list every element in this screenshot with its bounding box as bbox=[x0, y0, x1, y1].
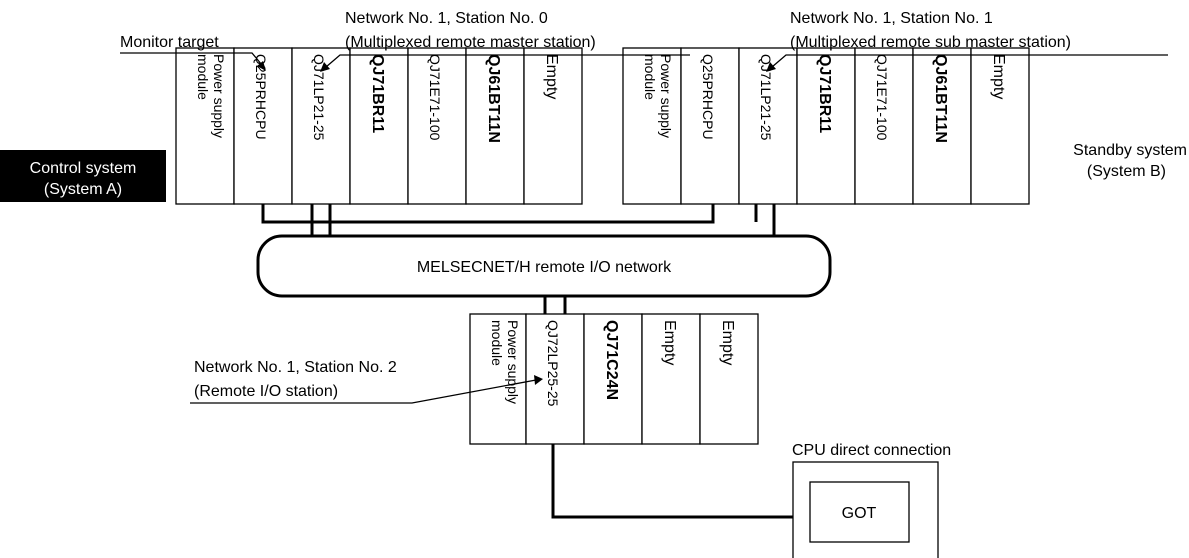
remote-io-station-leader bbox=[190, 379, 537, 404]
slot-qj71e71-a bbox=[407, 47, 467, 205]
remote-io-station-line1: Network No. 1, Station No. 2 bbox=[194, 359, 397, 376]
slot-power-supply-b-label-1: Power supply bbox=[658, 54, 674, 138]
monitor-target-arrow bbox=[257, 61, 266, 71]
slot-qj71br11-b bbox=[796, 47, 856, 205]
slot-qj61bt11n-a-label: QJ61BT11N bbox=[485, 54, 502, 143]
master-station-line1: Network No. 1, Station No. 0 bbox=[345, 10, 548, 27]
network-label: MELSECNET/H remote I/O network bbox=[417, 259, 672, 276]
slot-power-supply-b bbox=[622, 47, 682, 205]
sub-master-station-line2: (Multiplexed remote sub master station) bbox=[790, 34, 1071, 51]
network-cables bbox=[261, 204, 776, 238]
slot-qj71e71-a-label: QJ71E71-100 bbox=[427, 54, 443, 141]
slot-empty-a bbox=[523, 47, 583, 205]
slot-power-supply-remote-label-2: module bbox=[489, 320, 505, 366]
slot-power-supply-a bbox=[175, 47, 235, 205]
rack-system-a: Power supply module Q25PRHCPU QJ71LP21-2… bbox=[175, 47, 583, 205]
control-system-line2: (System A) bbox=[44, 181, 122, 198]
slot-empty-b bbox=[970, 47, 1030, 205]
slot-power-supply-remote-label-1: Power supply bbox=[505, 320, 521, 404]
got-connection: GOT CPU direct connection bbox=[551, 442, 951, 558]
slot-qj71c24n bbox=[583, 313, 643, 445]
slot-network-a-label: QJ71LP21-25 bbox=[311, 54, 327, 141]
slot-remote-io-module-label: QJ72LP25-25 bbox=[545, 320, 561, 407]
slot-qj71br11-a bbox=[349, 47, 409, 205]
sub-master-station-arrow bbox=[766, 62, 776, 72]
slot-empty-b-label: Empty bbox=[990, 54, 1007, 99]
slot-qj71br11-a-label: QJ71BR11 bbox=[369, 54, 386, 133]
slot-empty-remote-2 bbox=[699, 313, 759, 445]
master-station-leader bbox=[325, 54, 690, 68]
network-cable-upper bbox=[310, 204, 776, 238]
sub-master-station-leader bbox=[771, 54, 1168, 68]
slot-power-supply-a-label-2: module bbox=[195, 54, 211, 100]
standby-system-line1: Standby system bbox=[1073, 142, 1187, 159]
got-label: GOT bbox=[842, 505, 877, 522]
rack-remote-io: Power supply module QJ72LP25-25 QJ71C24N… bbox=[469, 313, 759, 445]
remote-io-station-arrow bbox=[534, 375, 543, 385]
got-cable bbox=[551, 444, 793, 519]
slot-empty-remote-2-label: Empty bbox=[719, 320, 736, 365]
slot-cpu-a-label: Q25PRHCPU bbox=[253, 54, 269, 140]
slot-cpu-b-label: Q25PRHCPU bbox=[700, 54, 716, 140]
slot-qj71br11-b-label: QJ71BR11 bbox=[816, 54, 833, 133]
slot-cpu-b bbox=[680, 47, 740, 205]
got-screen bbox=[809, 481, 910, 543]
slot-qj71e71-b-label: QJ71E71-100 bbox=[874, 54, 890, 141]
slot-qj71c24n-label: QJ71C24N bbox=[603, 320, 620, 400]
control-system-badge bbox=[0, 150, 166, 202]
slot-qj61bt11n-b bbox=[912, 47, 972, 205]
slot-cpu-a bbox=[233, 47, 293, 205]
melsecnet-network: MELSECNET/H remote I/O network bbox=[256, 234, 832, 314]
master-station-arrow bbox=[320, 62, 330, 72]
network-loop-drops bbox=[543, 296, 567, 314]
slot-qj61bt11n-b-label: QJ61BT11N bbox=[932, 54, 949, 143]
slot-power-supply-remote bbox=[469, 313, 527, 445]
remote-io-station-line2: (Remote I/O station) bbox=[194, 383, 338, 400]
slot-empty-remote-1-label: Empty bbox=[661, 320, 678, 365]
slot-power-supply-b-label-2: module bbox=[642, 54, 658, 100]
slot-empty-remote-1 bbox=[641, 313, 701, 445]
slot-power-supply-a-label-1: Power supply bbox=[211, 54, 227, 138]
callouts: Monitor target Network No. 1, Station No… bbox=[120, 10, 1168, 404]
system-labels: Control system (System A) Standby system… bbox=[0, 142, 1187, 202]
monitor-target-label: Monitor target bbox=[120, 34, 219, 51]
tracking-cable bbox=[261, 204, 715, 224]
slot-network-b-label: QJ71LP21-25 bbox=[758, 54, 774, 141]
rack-system-b: Power supply module Q25PRHCPU QJ71LP21-2… bbox=[622, 47, 1030, 205]
control-system-line1: Control system bbox=[30, 160, 137, 177]
cpu-direct-label: CPU direct connection bbox=[792, 442, 951, 459]
sub-master-station-line1: Network No. 1, Station No. 1 bbox=[790, 10, 993, 27]
slot-empty-a-label: Empty bbox=[543, 54, 560, 99]
slot-qj61bt11n-a bbox=[465, 47, 525, 205]
standby-system-line2: (System B) bbox=[1087, 163, 1166, 180]
monitor-target-leader bbox=[120, 52, 263, 66]
master-station-line2: (Multiplexed remote master station) bbox=[345, 34, 596, 51]
